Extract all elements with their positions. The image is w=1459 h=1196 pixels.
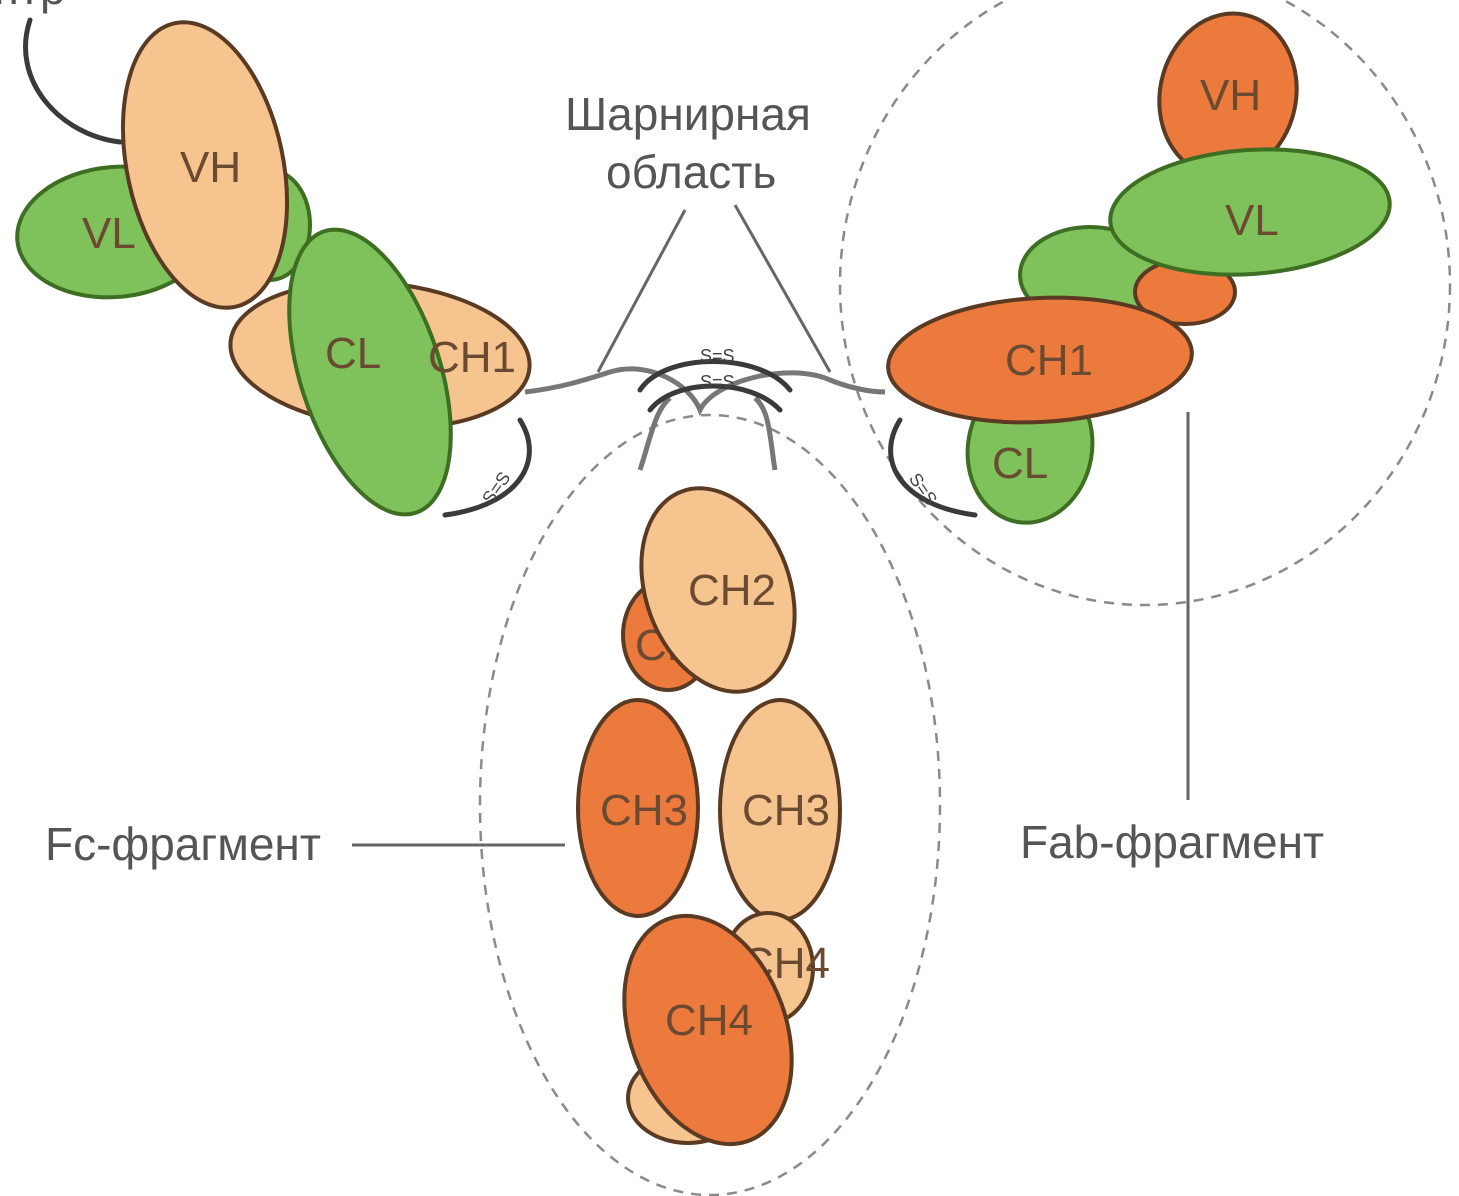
fc-region: CH2 CH2 CH3 CH3 CH4 CH4: [578, 467, 840, 1168]
hinge-leader-right: [735, 205, 830, 372]
domain-label-cl-left: CL: [325, 329, 381, 378]
top-left-cut-label: птр: [0, 0, 66, 14]
domain-label-ch2-top: CH2: [688, 566, 776, 615]
hinge-leader-left: [598, 210, 685, 372]
domain-label-ch3-left: CH3: [600, 786, 688, 835]
domain-label-ch3-right: CH3: [742, 786, 830, 835]
hinge-backbone-lower: [640, 398, 775, 470]
domain-label-vl-left: VL: [82, 209, 136, 258]
ss-bond-label-hinge-2: S=S: [700, 372, 735, 392]
right-fab-arm: VH VL CL CH1: [885, 1, 1394, 533]
domain-label-vh-right: VH: [1200, 71, 1261, 120]
fc-fragment-label: Fc-фрагмент: [45, 818, 321, 870]
domain-label-vl-right: VL: [1225, 196, 1279, 245]
left-fab-arm: VL VH CL CH1: [12, 7, 536, 534]
domain-label-ch1-left: CH1: [428, 333, 516, 382]
domain-label-ch4-front: CH4: [665, 996, 753, 1045]
hinge-label-line2: область: [606, 146, 776, 198]
ss-bond-label-hinge-1: S=S: [700, 346, 735, 366]
domain-label-ch1-right: CH1: [1005, 336, 1093, 385]
hinge-label-line1: Шарнирная: [565, 88, 811, 140]
top-left-leader-line: [26, 20, 120, 142]
domain-label-vh-left: VH: [180, 143, 241, 192]
domain-label-cl-right: CL: [992, 439, 1048, 488]
fab-fragment-label: Fab-фрагмент: [1020, 816, 1324, 868]
